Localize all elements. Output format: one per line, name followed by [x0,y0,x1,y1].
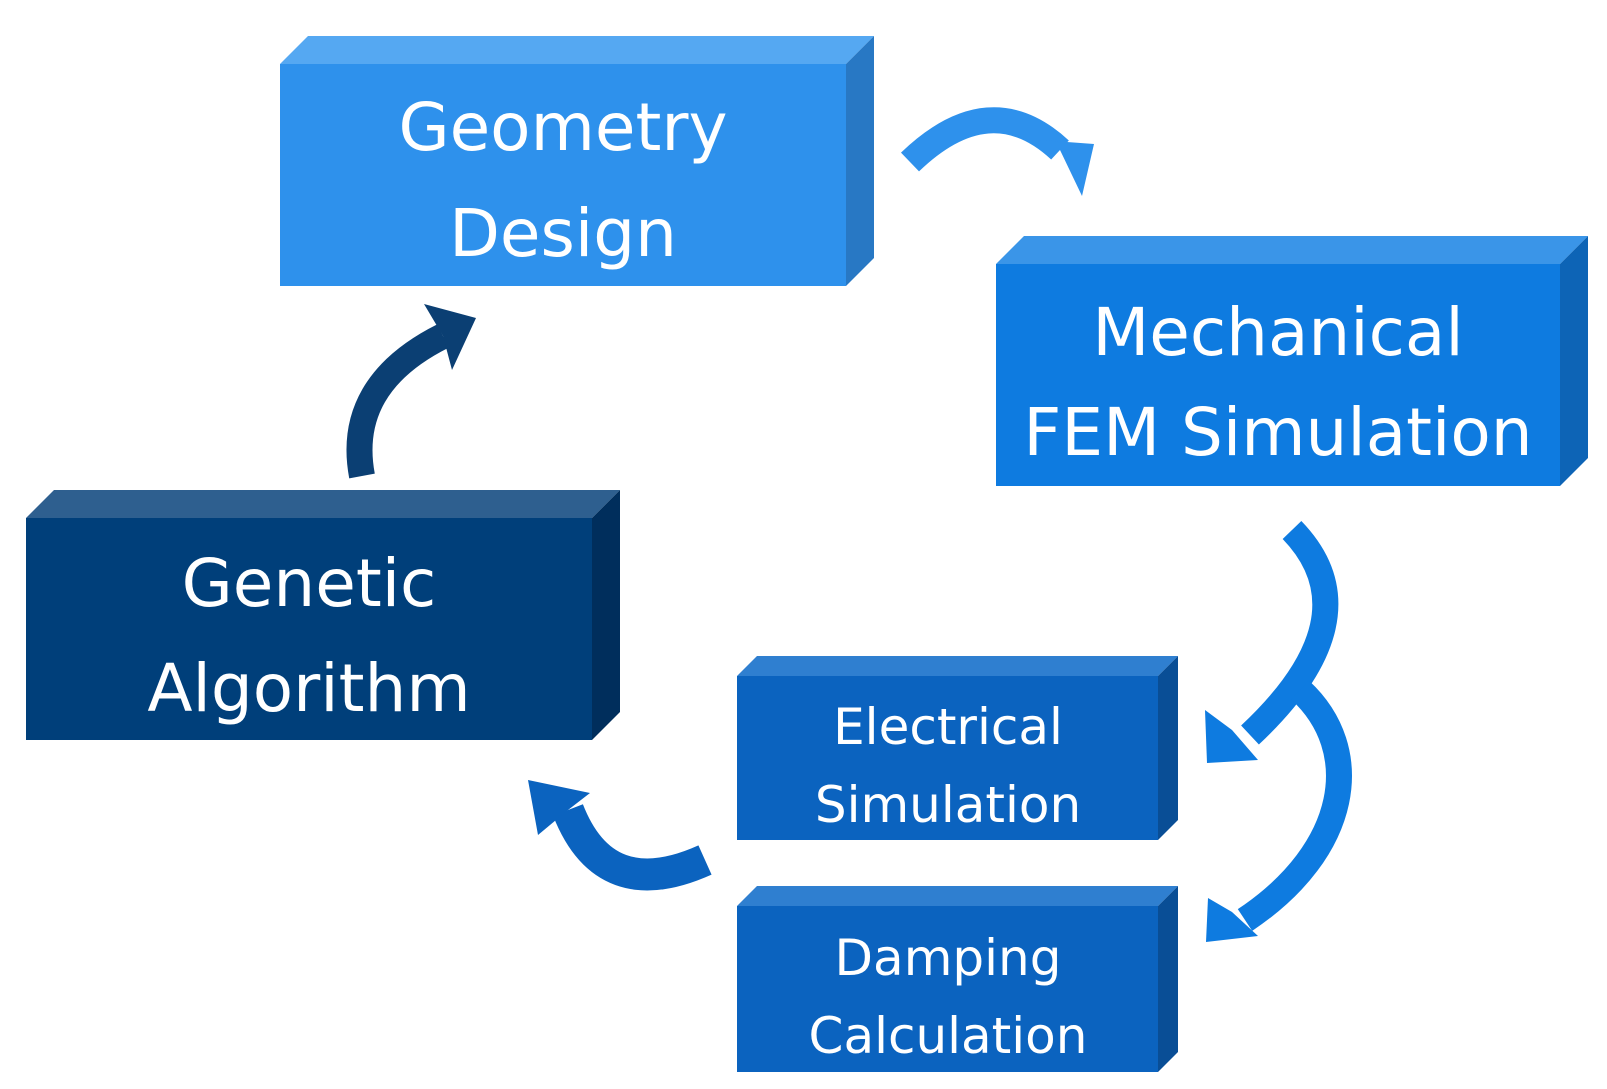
geometry-design-box-front [280,64,846,286]
electrical-simulation-box-front [737,676,1158,840]
genetic-algorithm-label-line1: Genetic [182,545,437,622]
arrow-geometry-to-mechanical [900,107,1094,196]
arrow-electrical-to-genetic [528,780,712,891]
genetic-algorithm-box-top [26,490,620,518]
arrow-mechanical-to-damping [1206,680,1352,942]
electrical-simulation-label-line2: Simulation [815,776,1081,834]
genetic-algorithm-box-front [26,518,592,740]
genetic-algorithm-label-line2: Algorithm [147,650,470,727]
damping-calculation-box: Damping Calculation [737,886,1178,1072]
damping-calculation-label-line2: Calculation [809,1007,1088,1065]
electrical-simulation-box-side [1158,656,1178,840]
mechanical-fem-box-top [996,236,1588,264]
geometry-design-box-top [280,36,874,64]
damping-calculation-box-top [737,886,1178,906]
geometry-design-box-side [846,36,874,286]
arrow-genetic-to-geometry [346,304,476,479]
geometry-design-label-line2: Design [449,195,677,272]
electrical-simulation-label-line1: Electrical [833,698,1063,756]
mechanical-fem-label-line2: FEM Simulation [1023,394,1532,471]
mechanical-fem-box-side [1560,236,1588,486]
damping-calculation-box-side [1158,886,1178,1072]
electrical-simulation-box: Electrical Simulation [737,656,1178,840]
genetic-algorithm-box: Genetic Algorithm [26,490,620,740]
damping-calculation-box-front [737,906,1158,1072]
electrical-simulation-box-top [737,656,1178,676]
mechanical-fem-label-line1: Mechanical [1092,294,1463,371]
geometry-design-label-line1: Geometry [398,89,727,166]
genetic-algorithm-box-side [592,490,620,740]
mechanical-fem-box-front [996,264,1560,486]
mechanical-fem-simulation-box: Mechanical FEM Simulation [996,236,1588,486]
geometry-design-box: Geometry Design [280,36,874,286]
arrow-mechanical-to-electrical [1205,520,1339,763]
damping-calculation-label-line1: Damping [835,929,1062,987]
